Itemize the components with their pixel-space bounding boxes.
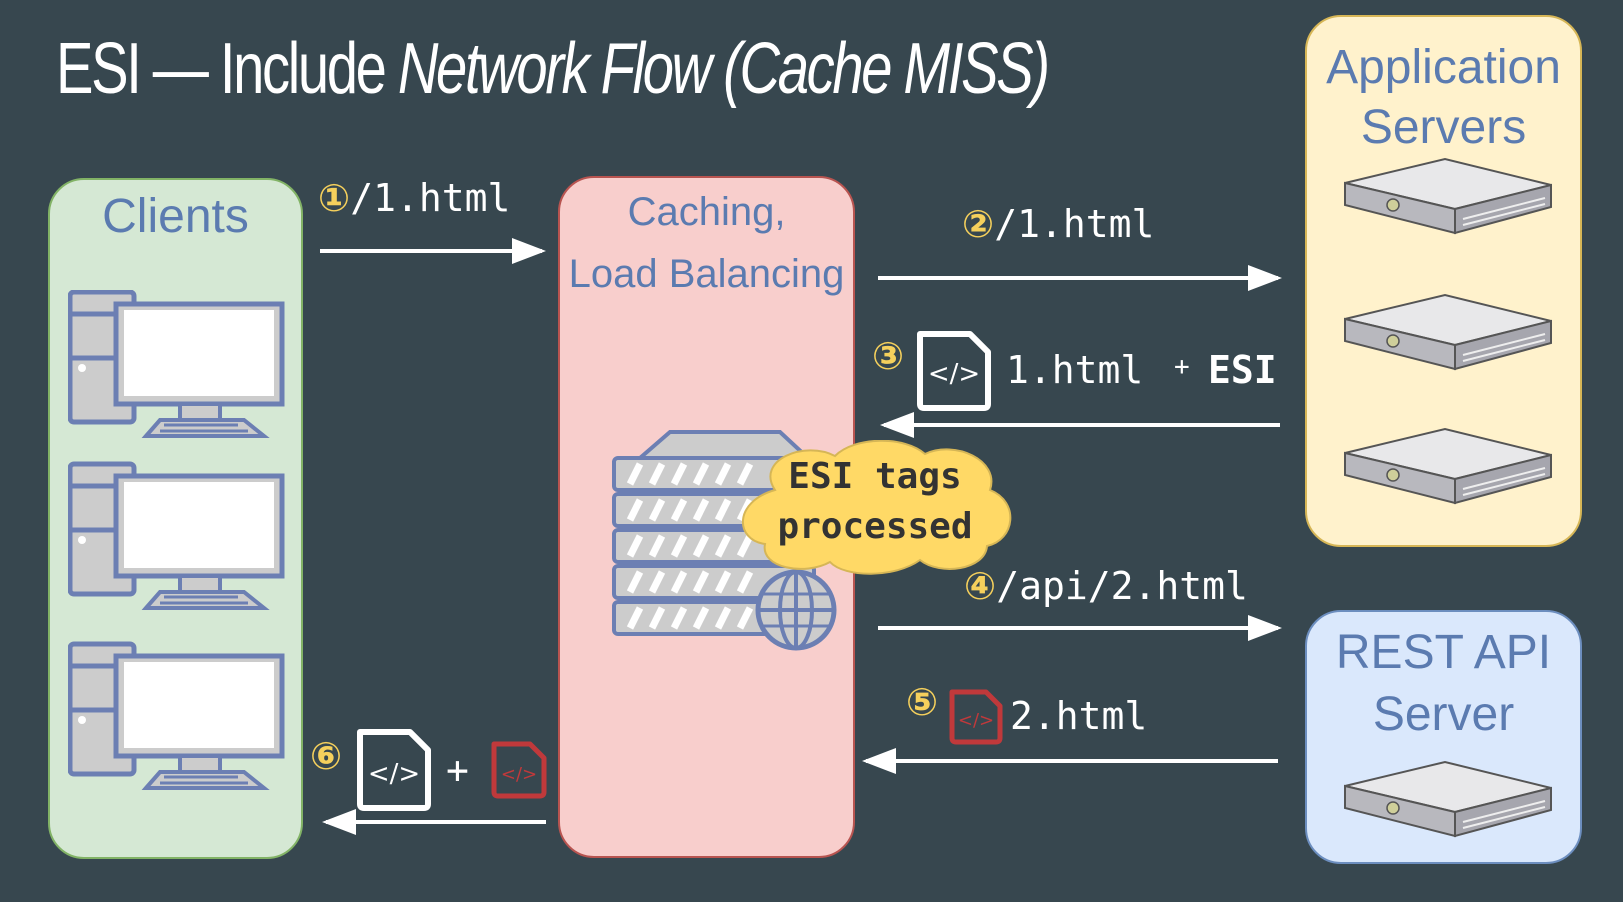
rack-servers	[1344, 158, 1552, 504]
computer-icon-1	[70, 292, 282, 436]
step-3-esi: ESI	[1208, 348, 1277, 392]
step-1-number: ①	[318, 176, 351, 220]
arrow-step-1	[320, 238, 546, 264]
server-icon-1	[1344, 158, 1552, 234]
arrow-step-3	[880, 412, 1280, 438]
server-icon-2	[1344, 294, 1552, 370]
step-2-label: ②/1.html	[962, 202, 1154, 246]
step-6-number: ⑥	[310, 734, 343, 778]
step-3-text: 1.html	[1006, 348, 1144, 392]
esi-processed-cloud: ESI tags processed	[735, 440, 1015, 575]
clients-box: Clients	[48, 178, 303, 859]
slide-title: ESI — Include Network Flow (Cache MISS)	[56, 28, 1050, 110]
step-1-text: /1.html	[350, 176, 511, 220]
server-icon-3	[1344, 428, 1552, 504]
red-html-doc-icon-result: </>	[491, 741, 547, 799]
step-4-label: ④/api/2.html	[964, 564, 1248, 608]
arrow-step-4	[878, 615, 1282, 641]
step-6-plus: +	[446, 748, 469, 792]
step-3-number: ③	[872, 334, 905, 378]
svg-text:</>: </>	[928, 359, 980, 389]
title-prefix: ESI — Include	[56, 29, 387, 109]
caching-label-line2: Load Balancing	[568, 252, 845, 296]
computer-icon-2	[70, 464, 282, 608]
title-italic: Network Flow (Cache MISS)	[397, 29, 1050, 109]
step-2-text: /1.html	[994, 202, 1155, 246]
arrow-step-6	[322, 809, 546, 835]
svg-text:</>: </>	[368, 759, 420, 789]
arrow-step-5	[862, 748, 1278, 774]
app-label-line2: Servers	[1360, 101, 1527, 154]
clients-label: Clients	[102, 190, 249, 243]
caching-label-line1: Caching,	[627, 190, 786, 234]
rest-api-server-box: REST API Server	[1305, 610, 1582, 864]
html-doc-icon-result: </>	[357, 729, 431, 811]
arrow-step-2	[878, 265, 1282, 291]
server-stack-globe-icon	[610, 430, 837, 651]
app-label-line1: Application	[1326, 41, 1561, 94]
cloud-line1: ESI tags	[788, 456, 962, 497]
computer-icon-3	[70, 644, 282, 788]
step-2-number: ②	[962, 202, 995, 246]
step-5-number: ⑤	[906, 680, 939, 724]
step-4-text: /api/2.html	[996, 564, 1248, 608]
cloud-shape	[741, 440, 1012, 575]
rest-label-line2: Server	[1372, 688, 1515, 741]
html-doc-icon: </>	[917, 331, 991, 411]
red-html-doc-icon: </>	[949, 689, 1003, 745]
step-5-text: 2.html	[1010, 694, 1148, 738]
svg-text:</>: </>	[958, 710, 994, 731]
svg-text:</>: </>	[501, 764, 537, 785]
computer-icons	[68, 290, 288, 810]
application-servers-box: Application Servers	[1305, 15, 1582, 547]
rest-label-line1: REST API	[1335, 626, 1552, 679]
step-4-number: ④	[964, 564, 997, 608]
step-3-plus: +	[1174, 352, 1190, 382]
cloud-line2: processed	[777, 506, 973, 547]
step-1-label: ①/1.html	[318, 176, 510, 220]
rest-server-icon	[1344, 761, 1552, 837]
globe-icon	[755, 569, 837, 651]
